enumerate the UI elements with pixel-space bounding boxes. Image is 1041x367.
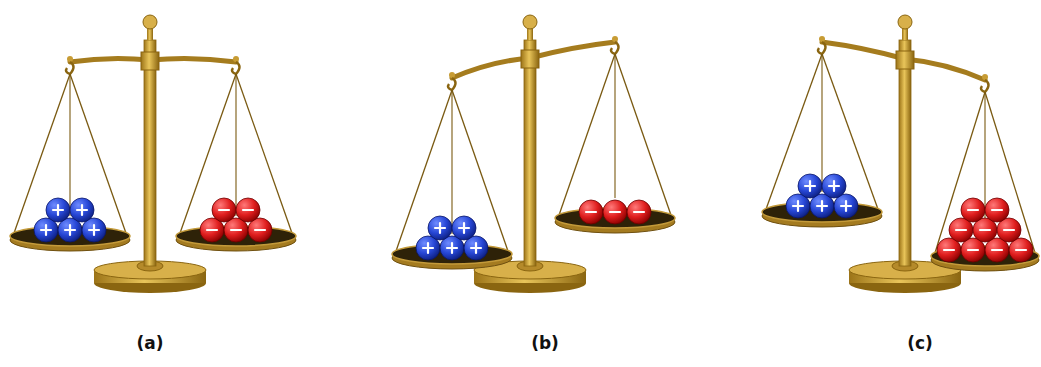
pillar — [524, 40, 536, 266]
balance-scale — [392, 15, 675, 293]
string — [235, 74, 236, 216]
sign-symbol — [797, 201, 799, 211]
string — [13, 74, 70, 236]
string — [822, 54, 879, 212]
sign-symbol — [809, 181, 811, 191]
beam — [233, 56, 239, 62]
hook — [611, 42, 619, 54]
negative-charge — [627, 200, 651, 224]
negative-charge — [579, 200, 603, 224]
sign-symbol — [81, 205, 83, 215]
sign-symbol — [451, 243, 453, 253]
hook — [448, 78, 456, 90]
sign-symbol — [1016, 249, 1026, 251]
sign-symbol — [427, 243, 429, 253]
string — [179, 74, 236, 236]
positive-charge — [822, 174, 846, 198]
sign-symbol — [968, 209, 978, 211]
finial — [898, 15, 912, 29]
sign-symbol — [610, 211, 620, 213]
string — [615, 54, 672, 218]
pan — [762, 202, 882, 222]
sign-symbol — [980, 229, 990, 231]
sign-symbol — [255, 229, 265, 231]
string — [558, 54, 615, 218]
pivot — [141, 52, 159, 70]
positive-charge — [798, 174, 822, 198]
sign-symbol — [463, 223, 465, 233]
sign-symbol — [207, 229, 217, 231]
beam — [452, 42, 615, 78]
positive-charge — [428, 216, 452, 240]
sign-symbol — [821, 201, 823, 211]
sign-symbol — [992, 249, 1002, 251]
string — [70, 74, 127, 236]
beam — [982, 74, 988, 80]
string — [395, 90, 452, 254]
pan — [10, 226, 130, 246]
sign-symbol — [57, 205, 59, 215]
string — [984, 92, 985, 236]
pillar — [899, 40, 911, 266]
pillar — [144, 40, 156, 266]
string — [69, 74, 70, 216]
hook — [66, 62, 74, 74]
hook — [232, 62, 240, 74]
positive-charge — [46, 198, 70, 222]
string — [451, 90, 452, 234]
sign-symbol — [968, 249, 978, 251]
sign-symbol — [219, 209, 229, 211]
sign-symbol — [845, 201, 847, 211]
string — [614, 54, 615, 198]
sign-symbol — [634, 211, 644, 213]
pivot — [896, 51, 914, 69]
sign-symbol — [439, 223, 441, 233]
positive-charge — [70, 198, 94, 222]
negative-charge — [603, 200, 627, 224]
balance-scale — [10, 15, 296, 293]
sign-symbol — [93, 225, 95, 235]
sign-symbol — [992, 209, 1002, 211]
string — [236, 74, 293, 236]
sign-symbol — [231, 229, 241, 231]
negative-charge — [985, 198, 1009, 222]
string — [821, 54, 822, 192]
negative-charge — [236, 198, 260, 222]
balance-scale — [762, 15, 1039, 293]
string — [765, 54, 822, 212]
string — [452, 90, 509, 254]
finial — [523, 15, 537, 29]
beam — [822, 42, 985, 80]
pan — [392, 244, 512, 264]
sign-symbol — [586, 211, 596, 213]
hook — [818, 42, 826, 54]
beam — [67, 56, 73, 62]
beam — [449, 72, 455, 78]
positive-charge — [452, 216, 476, 240]
negative-charge — [961, 198, 985, 222]
panel-label: (c) — [907, 333, 933, 353]
negative-charge — [212, 198, 236, 222]
beam — [612, 36, 618, 42]
finial — [143, 15, 157, 29]
pivot — [521, 50, 539, 68]
panel-label: (a) — [136, 333, 163, 353]
sign-symbol — [69, 225, 71, 235]
sign-symbol — [243, 209, 253, 211]
panel-label: (b) — [531, 333, 559, 353]
sign-symbol — [833, 181, 835, 191]
hook — [981, 80, 989, 92]
beam — [819, 36, 825, 42]
sign-symbol — [944, 249, 954, 251]
sign-symbol — [956, 229, 966, 231]
sign-symbol — [475, 243, 477, 253]
sign-symbol — [1004, 229, 1014, 231]
sign-symbol — [45, 225, 47, 235]
